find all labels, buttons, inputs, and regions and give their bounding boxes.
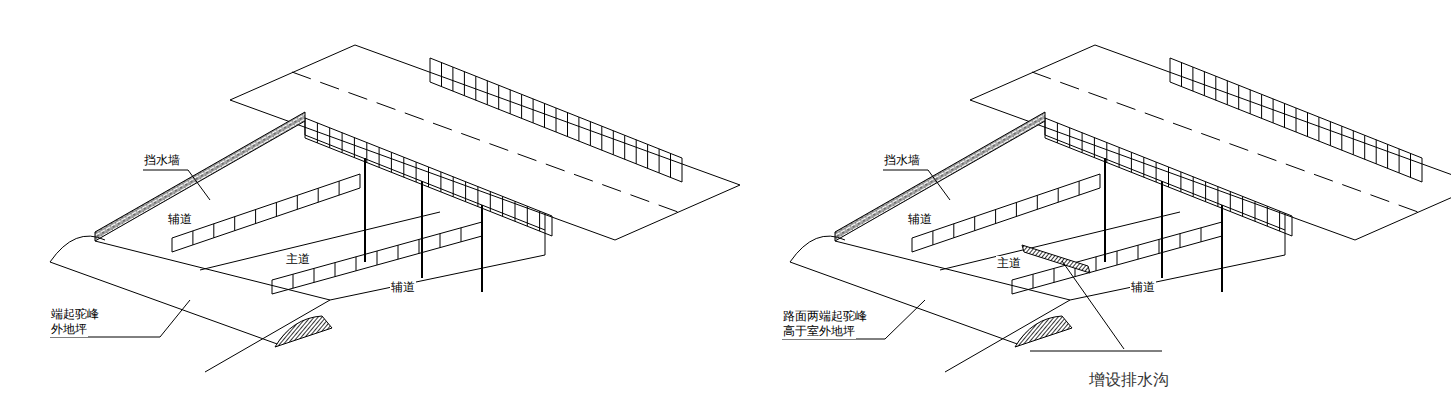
note-label: 外地坪: [50, 322, 88, 337]
lane-label: 辅道: [167, 212, 193, 227]
leader-line: [50, 300, 190, 337]
wall-label: 挡水墙: [143, 153, 181, 168]
note-label: 高于室外地坪: [782, 324, 856, 339]
leader-line: [1030, 351, 1162, 352]
lane-label: 辅道: [1130, 280, 1156, 295]
drain-ditch: [1022, 245, 1090, 273]
note-label: 路面两端起驼峰: [782, 309, 868, 324]
callout-label: 增设排水沟: [1088, 370, 1170, 389]
note-label: 端起驼峰: [50, 307, 100, 322]
wall-label: 挡水墙: [883, 153, 921, 168]
lane-label: 主道: [285, 252, 311, 267]
panel-left: [50, 45, 740, 372]
leader-line: [782, 300, 925, 339]
lane-label: 辅道: [907, 212, 933, 227]
lane-label: 辅道: [390, 280, 416, 295]
lane-label: 主道: [996, 256, 1022, 271]
leader-line: [1062, 261, 1124, 349]
panel-right: [790, 45, 1451, 372]
